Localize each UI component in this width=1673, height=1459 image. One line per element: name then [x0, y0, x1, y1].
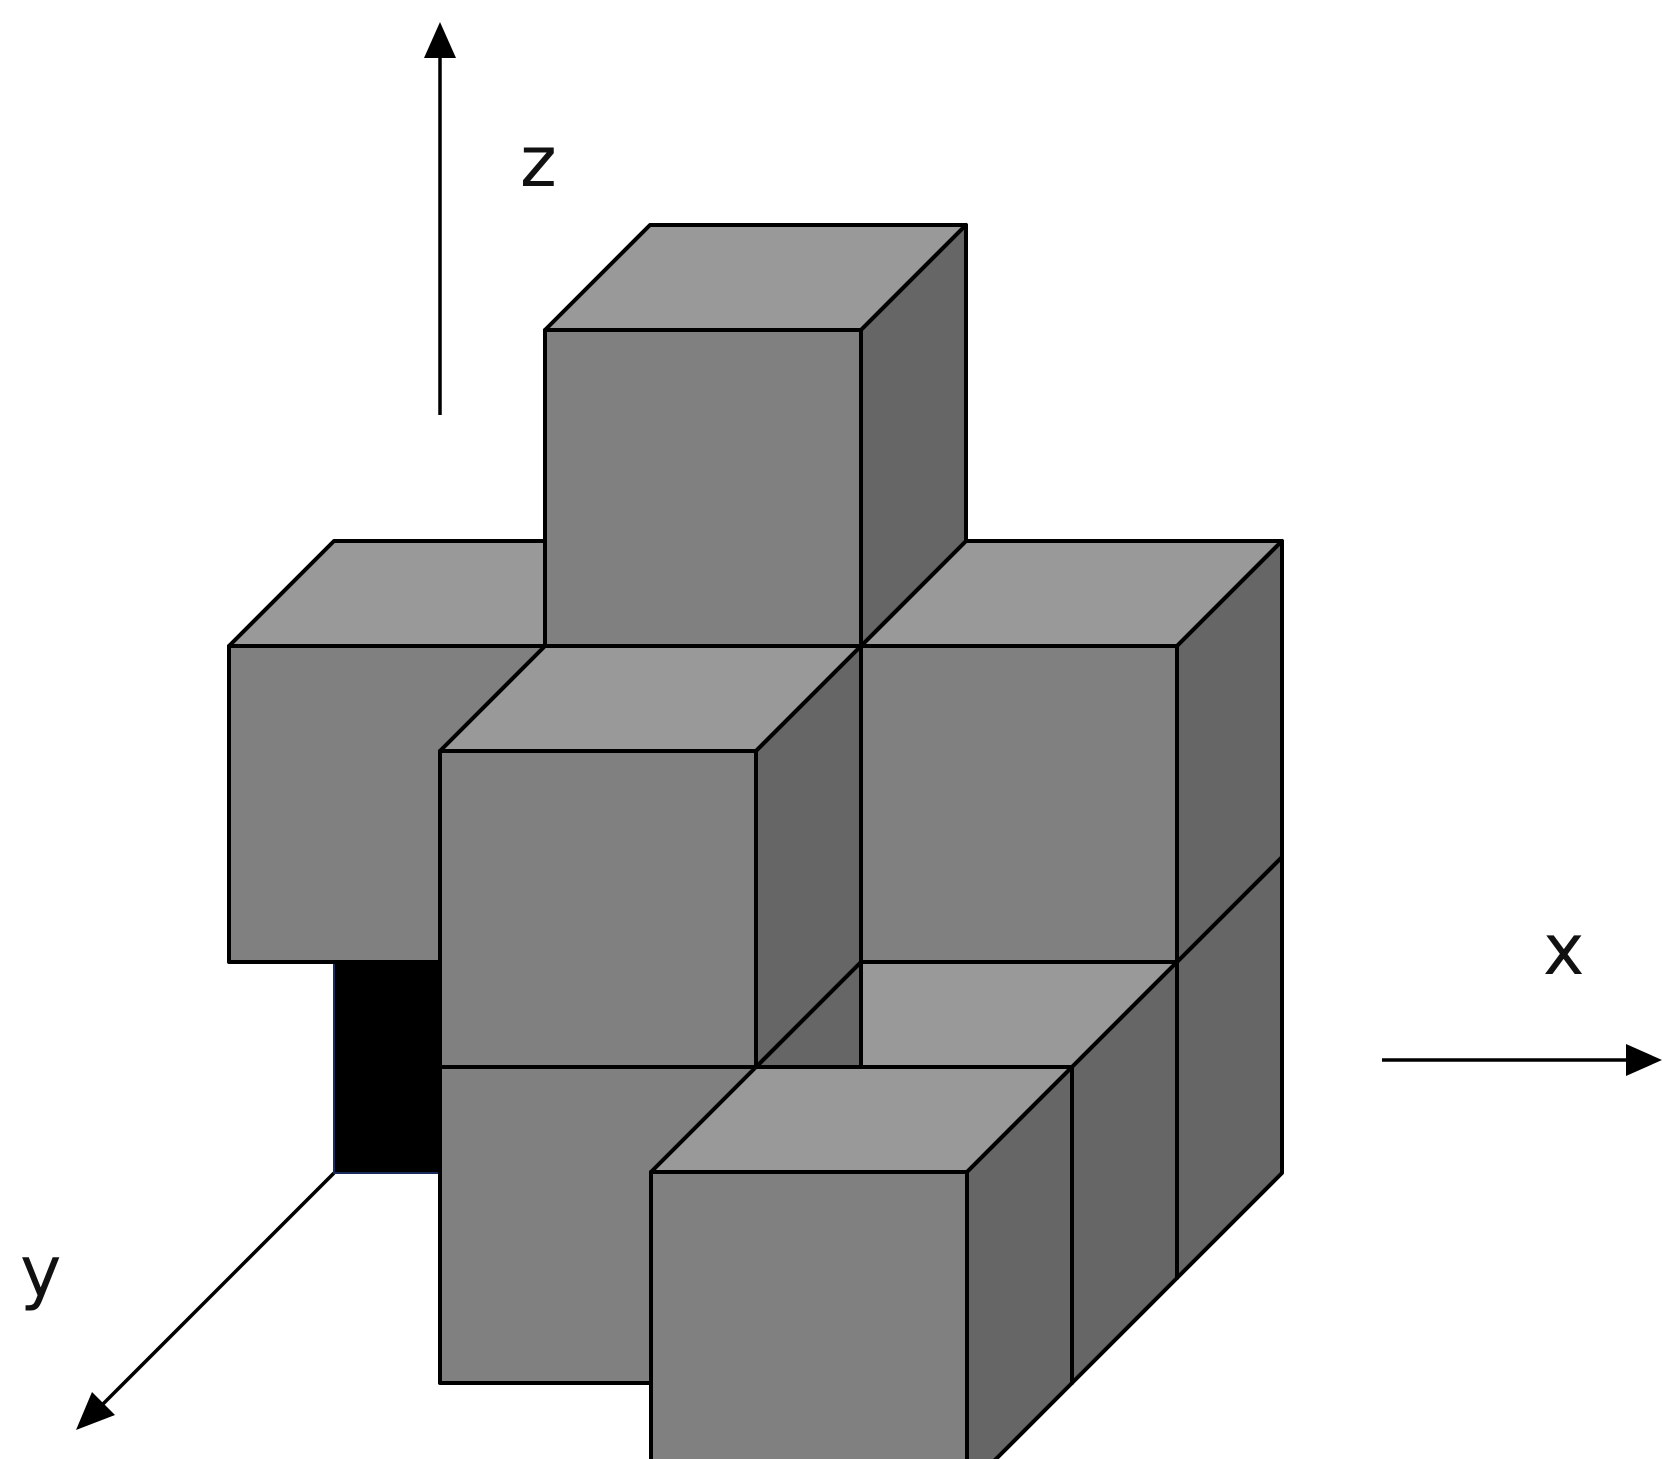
z-axis-label: z: [520, 121, 557, 203]
axes: z x y: [20, 22, 1662, 1430]
cube-back-center-top: [543, 223, 968, 648]
cube-front-center-middle: [438, 644, 863, 1069]
cube-nearest-bottom: [649, 1065, 1074, 1459]
cube-back-right-middle: [859, 539, 1284, 964]
cube-front-face: [649, 1170, 969, 1459]
x-axis-label: x: [1543, 909, 1584, 991]
y-axis-label: y: [20, 1231, 61, 1313]
cube-stack: [227, 223, 1284, 1459]
cube-front-face: [859, 644, 1179, 964]
x-axis-arrowhead: [1626, 1044, 1662, 1076]
z-axis-arrowhead: [424, 22, 456, 58]
cube-front-face: [438, 749, 758, 1069]
y-axis-arrowhead: [76, 1392, 115, 1430]
cube-front-face: [543, 328, 863, 648]
y-axis-line: [98, 1171, 336, 1409]
